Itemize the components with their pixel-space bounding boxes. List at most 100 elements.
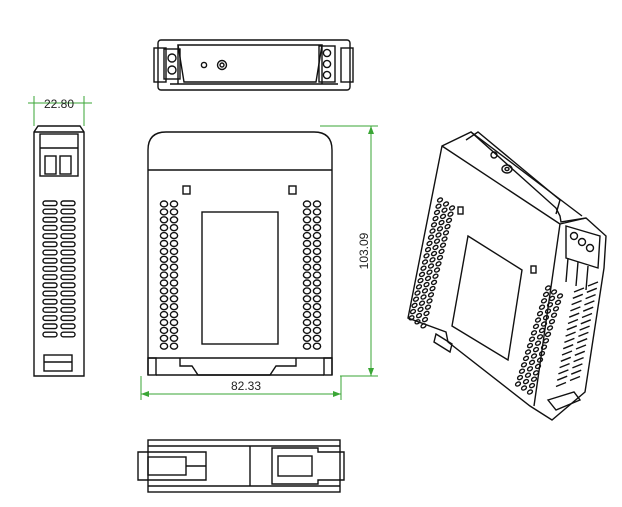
iso-vent-hole (421, 316, 429, 323)
vent-slot (60, 323, 76, 330)
vent-slot (60, 265, 76, 272)
vent-hole (312, 326, 322, 335)
vent-slot (60, 290, 76, 297)
iso-vent-hole (528, 359, 536, 366)
vent-slot (60, 224, 76, 231)
vent-slot (60, 331, 76, 338)
height-label: 103.09 (357, 232, 371, 269)
front-vent-holes-left (159, 200, 179, 350)
vent-hole (302, 223, 312, 232)
vent-hole (312, 255, 322, 263)
vent-slot (42, 282, 58, 289)
vent-slot (42, 216, 58, 223)
vent-hole (169, 239, 179, 248)
vent-hole (169, 271, 179, 279)
iso-vent-hole (432, 244, 439, 251)
iso-vent-holes (408, 197, 564, 395)
vent-hole (302, 255, 312, 263)
iso-vent-hole (528, 382, 536, 389)
iso-vent-hole (522, 355, 530, 362)
vent-slot (60, 241, 76, 248)
iso-vent-hole (542, 291, 550, 298)
iso-side-slot (571, 299, 582, 306)
vent-hole (169, 247, 179, 256)
iso-side-slot (573, 287, 585, 293)
vent-slot (42, 265, 58, 272)
iso-vent-hole (414, 290, 421, 296)
iso-vent-hole (524, 349, 532, 355)
vent-hole (169, 334, 179, 342)
bottom-view (137, 439, 345, 493)
iso-side-slot (555, 381, 567, 388)
iso-vent-hole (441, 236, 448, 242)
iso-side-slot (565, 331, 576, 337)
iso-side-slot (561, 350, 573, 356)
iso-vent-hole (552, 306, 560, 312)
iso-vent-hole (423, 281, 430, 288)
iso-side-slot (572, 293, 584, 299)
iso-side-slot (575, 344, 587, 350)
iso-vent-hole (520, 362, 528, 368)
vent-hole (159, 208, 169, 216)
vent-slot (42, 298, 58, 305)
iso-indicator-led (490, 151, 498, 159)
iso-vent-hole (418, 300, 426, 306)
vent-slot (60, 306, 76, 313)
iso-vent-hole (532, 323, 540, 330)
vent-hole (312, 247, 322, 256)
iso-vent-hole (536, 310, 544, 317)
indicator-led (200, 61, 208, 69)
iso-vent-hole (439, 213, 447, 220)
iso-vent-hole (444, 223, 451, 230)
vent-hole (302, 342, 312, 350)
vent-hole (312, 334, 322, 342)
iso-side-slot (570, 306, 581, 312)
vent-slot (60, 233, 76, 240)
iso-vent-hole (544, 331, 552, 338)
iso-side-slot (564, 337, 575, 344)
top-view (153, 39, 354, 91)
iso-vent-hole (447, 211, 454, 217)
vent-hole (159, 200, 169, 208)
iso-vent-hole (424, 246, 432, 253)
iso-vent-hole (433, 267, 441, 273)
iso-vent-hole (550, 289, 558, 295)
isometric-view (407, 131, 607, 421)
iso-vent-hole (424, 304, 432, 310)
iso-vent-hole (534, 363, 542, 370)
vent-slot (42, 274, 58, 281)
iso-vent-hole (427, 292, 435, 298)
vent-hole (159, 326, 169, 335)
iso-vent-hole (448, 205, 456, 211)
iso-vent-hole (436, 226, 444, 232)
vent-slot (42, 224, 58, 231)
vent-hole (169, 342, 179, 350)
vent-hole (312, 318, 322, 327)
iso-side-slot (572, 363, 583, 369)
iso-vent-hole (436, 197, 444, 203)
adjust-potentiometer (216, 59, 228, 71)
iso-vent-hole (429, 257, 436, 263)
iso-side-slot (566, 325, 578, 331)
iso-vent-hole (520, 385, 528, 391)
iso-side-slot (559, 362, 570, 369)
width-label: 22.80 (44, 97, 74, 111)
iso-vent-hole (445, 217, 453, 224)
vent-slot (42, 249, 58, 256)
iso-vent-hole (536, 334, 544, 340)
iso-side-slot (569, 375, 581, 382)
iso-vent-hole (441, 207, 448, 213)
vent-hole (302, 287, 312, 295)
vent-slot (42, 315, 58, 322)
dimension-length: 82.33 (140, 376, 342, 400)
iso-vent-hole (430, 250, 438, 257)
iso-side-slot (585, 293, 596, 300)
vent-slot (60, 274, 76, 281)
iso-vent-hole (548, 318, 556, 325)
iso-vent-hole (417, 306, 424, 313)
vent-hole (302, 216, 312, 224)
length-label: 82.33 (231, 379, 261, 393)
front-vent-holes-right (302, 200, 322, 350)
vent-hole (312, 342, 322, 350)
